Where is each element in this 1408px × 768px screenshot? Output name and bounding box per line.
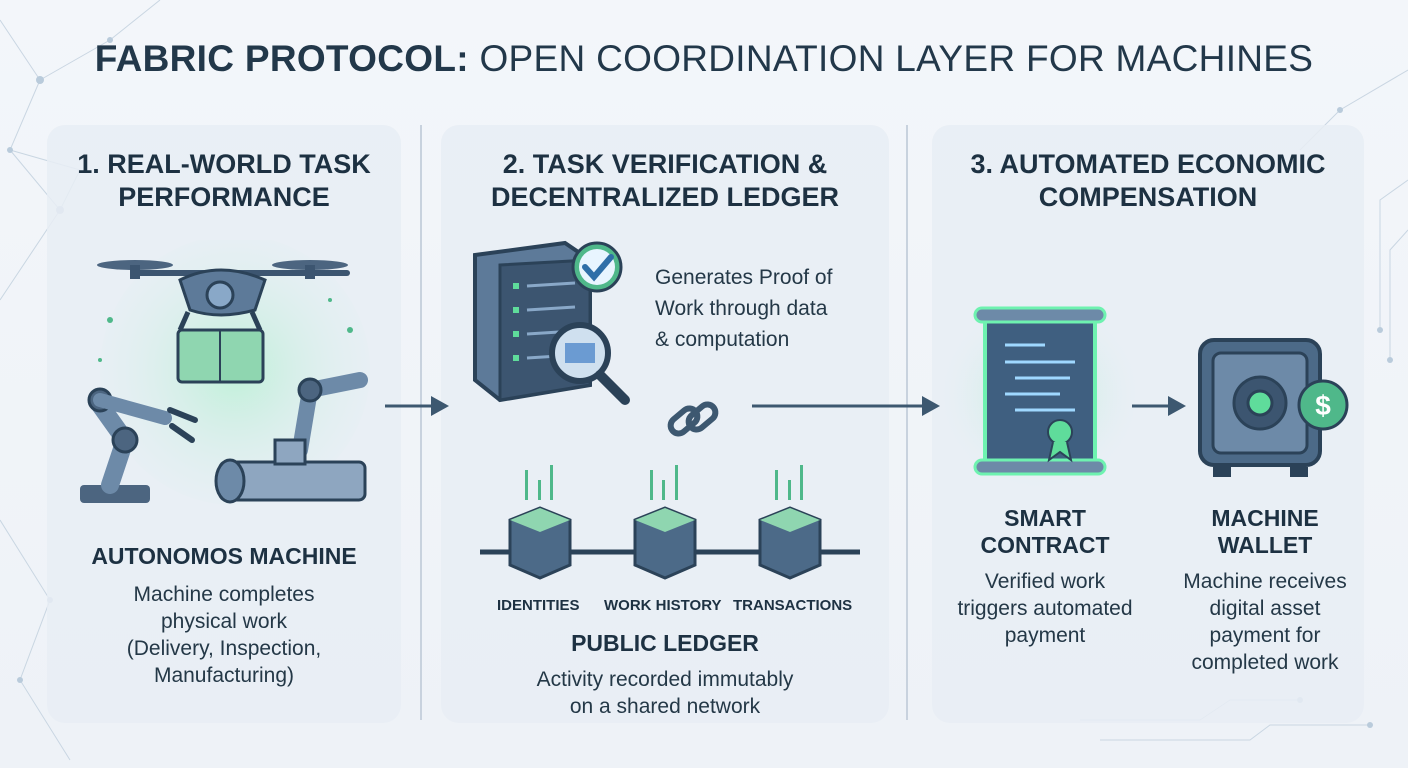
scroll-icon <box>935 300 1145 500</box>
panel-1-heading: 1. REAL-WORLD TASK PERFORMANCE <box>47 148 401 214</box>
panel-2-caption-body: Activity recorded immutably on a shared … <box>441 666 889 720</box>
autonomous-machine-illustration <box>70 240 380 520</box>
chain-link-icon <box>665 395 720 445</box>
panel-1-caption-title: AUTONOMOS MACHINE <box>47 543 401 570</box>
panel-3-heading: 3. AUTOMATED ECONOMIC COMPENSATION <box>932 148 1364 214</box>
dollar-coin-icon: $ <box>1299 381 1347 429</box>
divider-1 <box>420 125 422 720</box>
block-icon <box>510 508 570 578</box>
ledger-label-work-history: WORK HISTORY <box>604 597 722 614</box>
proof-of-work-text: Generates Proof of Work through data & c… <box>655 262 832 355</box>
safe-icon: $ <box>1195 335 1355 480</box>
panel-1-caption-body: Machine completes physical work (Deliver… <box>47 581 401 689</box>
divider-2 <box>906 125 908 720</box>
ledger-label-transactions: TRANSACTIONS <box>733 597 852 614</box>
arrow-right-icon <box>383 393 453 419</box>
smart-contract-body: Verified work triggers automated payment <box>935 568 1155 649</box>
server-icon <box>465 235 650 410</box>
machine-wallet-body: Machine receives digital asset payment f… <box>1160 568 1370 676</box>
svg-text:$: $ <box>1315 390 1331 421</box>
smart-contract-title: SMART CONTRACT <box>950 505 1140 559</box>
panel-2-heading: 2. TASK VERIFICATION & DECENTRALIZED LED… <box>441 148 889 214</box>
title-bold: FABRIC PROTOCOL: <box>95 38 469 79</box>
ledger-chain-illustration <box>470 460 860 585</box>
panel-2-caption-title: PUBLIC LEDGER <box>441 630 889 657</box>
arrow-right-icon-3 <box>1130 393 1190 419</box>
title-rest: OPEN COORDINATION LAYER FOR MACHINES <box>479 38 1313 79</box>
page-title: FABRIC PROTOCOL: OPEN COORDINATION LAYER… <box>0 38 1408 80</box>
arrow-right-icon-2 <box>750 393 945 419</box>
machine-wallet-title: MACHINE WALLET <box>1170 505 1360 559</box>
ledger-label-identities: IDENTITIES <box>497 597 580 614</box>
checkmark-icon <box>573 243 621 291</box>
